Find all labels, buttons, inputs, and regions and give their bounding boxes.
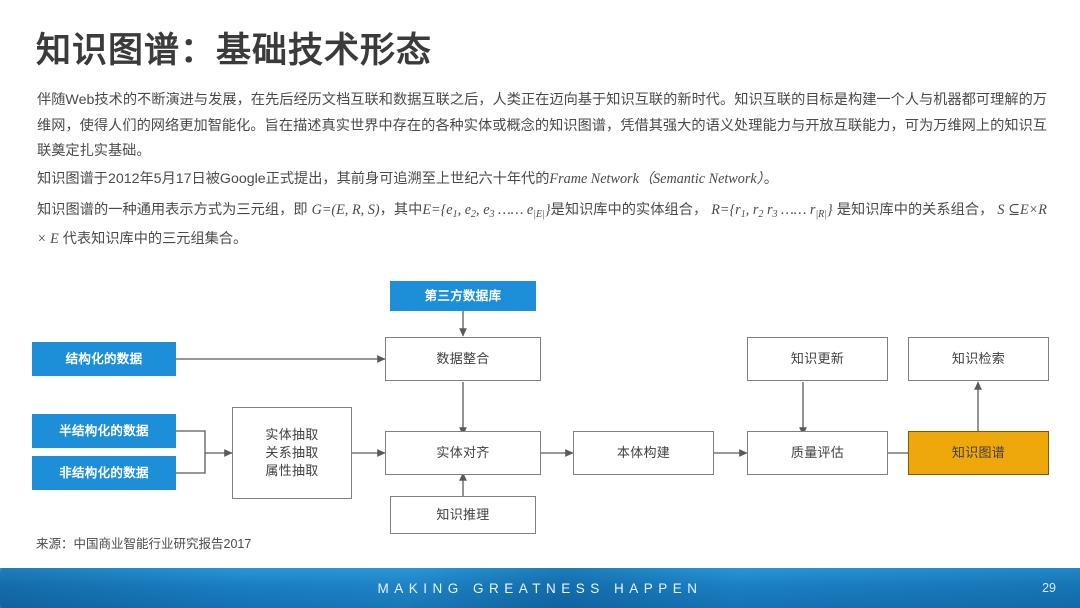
formula-r-d: …… r: [777, 202, 816, 218]
origin-text-lead: 知识图谱于2012年5月17日被Google正式提出，其前身可追溯至上世纪六十年…: [37, 171, 550, 187]
triple-text-4: 是知识库中的关系组合，: [836, 202, 994, 218]
triple-formula-r: R={r1, r2 r3 …… r|R|}: [711, 202, 833, 220]
node-label: 知识推理: [436, 507, 490, 522]
formula-r-e: }: [827, 202, 833, 218]
formula-e-sub3: 3: [489, 208, 495, 220]
node-label: 质量评估: [790, 445, 845, 460]
node-semi-structured-data[interactable]: 半结构化的数据: [32, 414, 176, 448]
formula-r-sub4: |R|: [815, 208, 828, 220]
node-label: 第三方数据库: [424, 289, 502, 303]
node-structured-data[interactable]: 结构化的数据: [32, 342, 176, 376]
formula-e-a: E={e: [422, 202, 453, 218]
node-label: 半结构化的数据: [59, 424, 149, 438]
node-label-line-3: 属性抽取: [265, 463, 319, 478]
node-label-line-2: 关系抽取: [265, 445, 319, 460]
node-entity-alignment[interactable]: 实体对齐: [385, 431, 541, 475]
page-number: 29: [1042, 581, 1056, 595]
node-label: 结构化的数据: [65, 352, 143, 366]
paragraph-intro: 伴随Web技术的不断演进与发展，在先后经历文档互联和数据互联之后，人类正在迈向基…: [37, 92, 1047, 159]
source-note: 来源：中国商业智能行业研究报告2017: [36, 537, 252, 551]
node-label: 知识更新: [790, 351, 845, 366]
node-knowledge-reasoning[interactable]: 知识推理: [390, 496, 536, 534]
node-label-line-1: 实体抽取: [265, 427, 319, 442]
triple-formula-e: E={e1, e2, e3 …… e|E|}: [422, 202, 551, 220]
node-label: 实体对齐: [436, 445, 490, 460]
triple-formula-g: G=(E, R, S): [311, 202, 380, 218]
node-unstructured-data[interactable]: 非结构化的数据: [32, 456, 176, 490]
paragraph-triple: 知识图谱的一种通用表示方式为三元组，即 G=(E, R, S)，其中E={e1,…: [37, 198, 1047, 253]
node-third-party-db[interactable]: 第三方数据库: [390, 281, 536, 311]
node-label: 知识图谱: [951, 445, 1006, 460]
node-label: 非结构化的数据: [59, 466, 149, 480]
node-label-stack: 实体抽取 关系抽取 属性抽取: [265, 426, 318, 480]
triple-text-1: 知识图谱的一种通用表示方式为三元组，即: [37, 202, 308, 218]
formula-e-e: }: [544, 202, 551, 218]
origin-text-tail: 。: [763, 171, 778, 187]
node-label: 数据整合: [436, 351, 490, 366]
formula-e-c: , e: [476, 202, 490, 218]
formula-r-a: R={r: [711, 202, 741, 218]
formula-r-b: , r: [745, 202, 759, 218]
formula-r-sub2: 2: [758, 208, 764, 220]
paragraph-origin: 知识图谱于2012年5月17日被Google正式提出，其前身可追溯至上世纪六十年…: [37, 167, 1047, 193]
connector-semistructured-to-extraction: [176, 430, 233, 457]
triple-text-3: 是知识库中的实体组合，: [550, 202, 708, 218]
origin-formula: Frame Network（Semantic Network）: [549, 171, 764, 187]
formula-r-sub1: 1: [740, 208, 746, 220]
node-extraction[interactable]: 实体抽取 关系抽取 属性抽取: [232, 407, 352, 499]
page-title: 知识图谱：基础技术形态: [36, 31, 433, 70]
formula-e-sub2: 2: [471, 208, 477, 220]
formula-r-c: r: [763, 202, 773, 218]
footer-tagline: MAKING GREATNESS HAPPEN: [377, 580, 703, 596]
node-label: 知识检索: [951, 351, 1006, 366]
knowledge-graph-flow-diagram: 第三方数据库 结构化的数据 半结构化的数据 非结构化的数据 数据整合 实体抽取 …: [0, 258, 1080, 548]
connector-unstructured-to-extraction: [176, 453, 206, 474]
node-knowledge-update[interactable]: 知识更新: [747, 337, 888, 381]
node-quality-evaluation[interactable]: 质量评估: [747, 431, 888, 475]
diagram-connectors: [176, 310, 982, 496]
triple-formula-s: S ⊆E×R × E: [37, 202, 1047, 248]
formula-e-d: …… e: [494, 202, 534, 218]
triple-text-5: 代表知识库中的三元组集合。: [62, 231, 248, 248]
formula-e-sub1: 1: [452, 208, 458, 220]
triple-text-2: ，其中: [379, 202, 423, 218]
formula-e-sub4: |E|: [533, 208, 545, 220]
formula-e-b: , e: [457, 202, 472, 218]
node-ontology-construction[interactable]: 本体构建: [573, 431, 714, 475]
node-label: 本体构建: [616, 445, 671, 460]
node-knowledge-retrieval[interactable]: 知识检索: [908, 337, 1049, 381]
node-knowledge-graph[interactable]: 知识图谱: [908, 431, 1049, 475]
footer-band: MAKING GREATNESS HAPPEN 29: [0, 568, 1080, 608]
node-data-integration[interactable]: 数据整合: [385, 337, 541, 381]
formula-r-sub3: 3: [772, 208, 778, 220]
